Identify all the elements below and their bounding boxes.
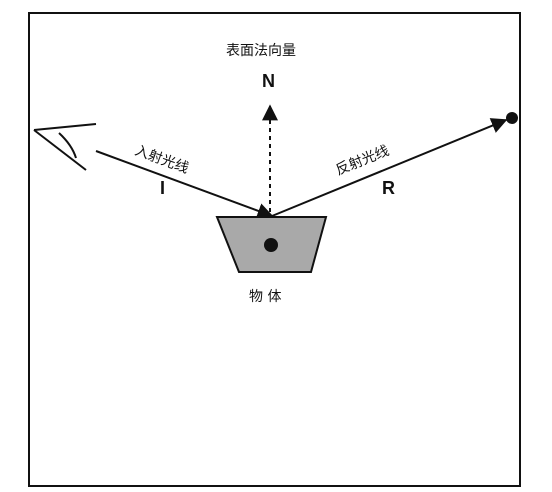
object-center-dot — [264, 238, 278, 252]
object-label: 物 体 — [249, 289, 281, 305]
point-icon — [506, 112, 518, 124]
reflected-symbol-label: R — [382, 178, 395, 198]
reflected-ray-arrow — [271, 118, 508, 217]
incident-ray-arrow — [95, 150, 274, 219]
normal-symbol-label: N — [262, 71, 275, 91]
incident-ray-label: 入射光线 — [133, 143, 191, 177]
reflected-ray-label: 反射光线 — [334, 143, 392, 179]
incident-symbol-label: I — [160, 178, 165, 198]
surface-normal-label: 表面法向量 — [226, 43, 296, 59]
diagram-frame — [28, 12, 521, 487]
eye-icon — [33, 123, 97, 171]
